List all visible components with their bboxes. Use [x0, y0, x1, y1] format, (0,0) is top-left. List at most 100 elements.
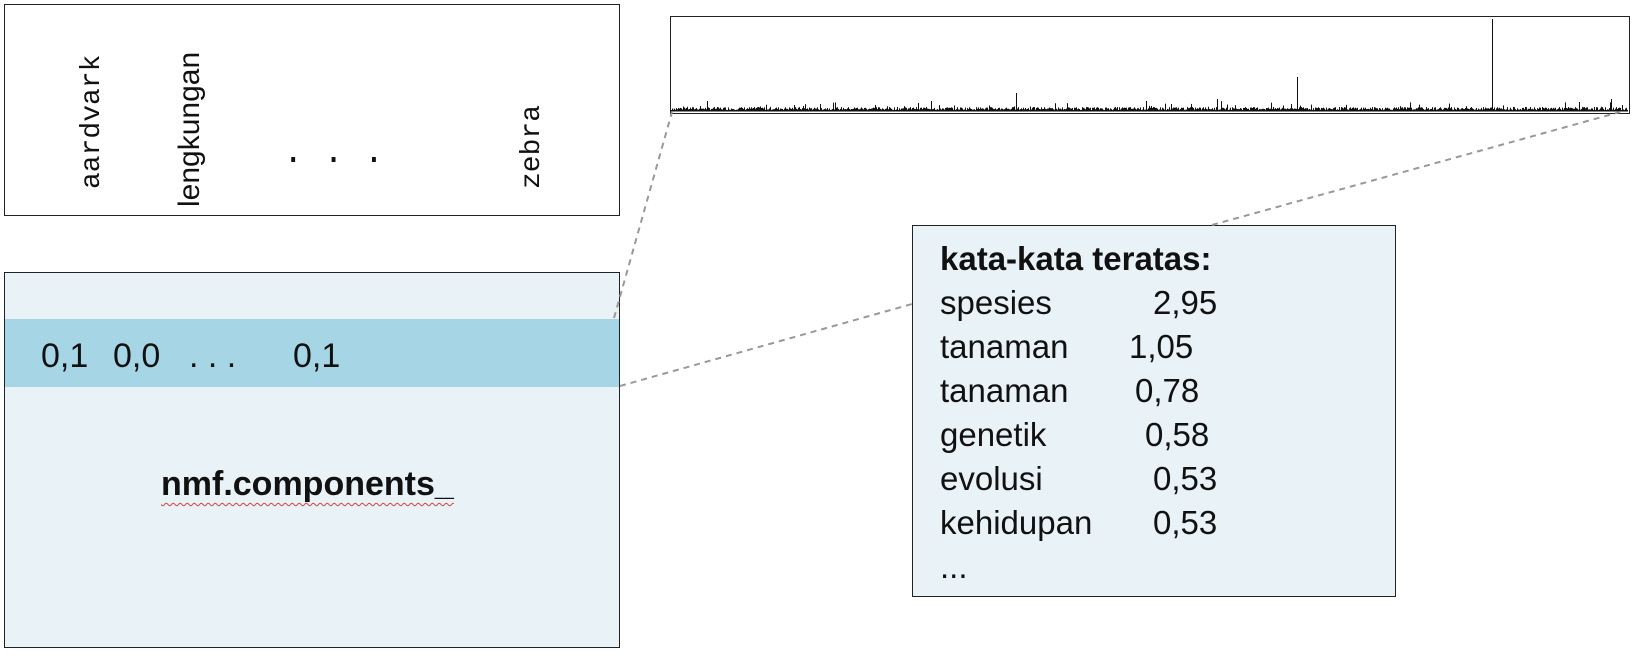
- histogram-bar: [943, 108, 944, 111]
- histogram-bar: [1183, 107, 1184, 111]
- histogram-bar: [1418, 107, 1419, 111]
- histogram-bar: [1528, 108, 1529, 111]
- histogram-bar: [1404, 107, 1405, 111]
- histogram-bar: [1032, 107, 1033, 111]
- histogram-bar: [856, 107, 857, 111]
- histogram-bar: [1269, 108, 1270, 111]
- histogram-bar: [983, 108, 984, 111]
- histogram-bar: [800, 108, 801, 111]
- histogram-bar: [1354, 108, 1355, 111]
- histogram-bar: [971, 108, 972, 111]
- histogram-bar: [681, 108, 682, 111]
- histogram-bar: [1400, 106, 1401, 111]
- histogram-bar: [1451, 107, 1452, 111]
- histogram-bar: [1187, 107, 1188, 111]
- histogram-bar: [1321, 107, 1322, 111]
- histogram-bar: [1490, 107, 1491, 111]
- histogram-bar: [1543, 107, 1544, 111]
- histogram-bar: [939, 105, 940, 111]
- histogram-bar: [909, 108, 910, 111]
- histogram-bar: [1100, 108, 1101, 111]
- histogram-bar: [836, 107, 837, 111]
- histogram-bar: [1082, 107, 1083, 111]
- histogram-bar: [957, 107, 958, 111]
- histogram-bar: [1408, 107, 1409, 111]
- histogram-bar: [1248, 108, 1249, 111]
- histogram-bar: [816, 108, 817, 111]
- row-value: 0,1: [41, 337, 89, 375]
- histogram-bar: [1579, 102, 1580, 111]
- histogram-bar: [912, 107, 913, 111]
- histogram-bar: [1488, 108, 1489, 111]
- histogram-bar: [1380, 108, 1381, 111]
- histogram-bar: [696, 108, 697, 111]
- histogram-bar: [1230, 107, 1231, 111]
- histogram-bar: [1386, 108, 1387, 111]
- histogram-bar: [1094, 107, 1095, 111]
- histogram-bar: [705, 107, 706, 111]
- histogram-bar: [1191, 103, 1192, 111]
- histogram-bar: [754, 107, 755, 111]
- histogram-bar: [886, 108, 887, 111]
- histogram-bar: [990, 107, 991, 111]
- histogram-bar: [1449, 103, 1450, 111]
- histogram-bar: [1254, 107, 1255, 111]
- histogram-bar: [982, 108, 983, 111]
- histogram-bar: [1463, 108, 1464, 111]
- histogram-bar: [1520, 108, 1521, 111]
- histogram-bar: [1177, 108, 1178, 111]
- histogram-bar: [1066, 108, 1067, 111]
- histogram-bar: [980, 107, 981, 111]
- histogram-bar: [1334, 107, 1335, 111]
- histogram-bar: [1098, 107, 1099, 111]
- histogram-bar: [1548, 108, 1549, 111]
- histogram-bar: [1208, 106, 1209, 111]
- histogram-bar: [1266, 108, 1267, 111]
- histogram-bar: [847, 108, 848, 111]
- histogram-bar: [759, 107, 760, 111]
- histogram-bar: [1423, 108, 1424, 111]
- histogram-bar: [1217, 99, 1218, 111]
- vocabulary-box: aardvark lengkungan ... zebra: [4, 4, 620, 216]
- histogram-bar: [1075, 108, 1076, 111]
- histogram-bar: [709, 108, 710, 111]
- histogram-bar: [1122, 107, 1123, 111]
- histogram-bar: [770, 106, 771, 111]
- top-words-more: ...: [940, 548, 968, 585]
- histogram-bar: [1523, 107, 1524, 111]
- top-word: tanaman: [940, 372, 1069, 409]
- histogram-bar: [874, 107, 875, 111]
- histogram-bar: [1008, 108, 1009, 111]
- histogram-bar: [1613, 107, 1614, 111]
- histogram-bar: [1428, 108, 1429, 111]
- histogram-bar: [1045, 108, 1046, 111]
- histogram-bar: [1466, 106, 1467, 111]
- histogram-bar: [989, 105, 990, 111]
- histogram-bar: [1068, 107, 1069, 111]
- connector-line: [619, 303, 913, 387]
- histogram-bar: [1421, 107, 1422, 111]
- top-word-score: 1,05: [1129, 328, 1194, 365]
- histogram-bar: [1123, 108, 1124, 111]
- histogram-bar: [910, 107, 911, 111]
- histogram-bar: [916, 107, 917, 111]
- histogram-bar: [1317, 108, 1318, 111]
- histogram-bar: [1467, 108, 1468, 111]
- histogram-bar: [1356, 108, 1357, 111]
- histogram-bar: [1090, 107, 1091, 111]
- histogram-bar: [1551, 107, 1552, 111]
- histogram-bar: [785, 107, 786, 111]
- histogram-bar: [1121, 108, 1122, 111]
- histogram-bar: [1544, 108, 1545, 111]
- histogram-bar: [1175, 107, 1176, 111]
- histogram-bar: [686, 107, 687, 111]
- histogram-bar: [1574, 108, 1575, 111]
- histogram-bar: [1596, 107, 1597, 111]
- histogram-bar: [861, 107, 862, 111]
- histogram-bar: [810, 108, 811, 111]
- histogram-bar: [1156, 107, 1157, 111]
- histogram-bar: [918, 102, 919, 111]
- histogram-bar: [1540, 107, 1541, 111]
- histogram-bar: [848, 107, 849, 111]
- histogram-bar: [1150, 107, 1151, 111]
